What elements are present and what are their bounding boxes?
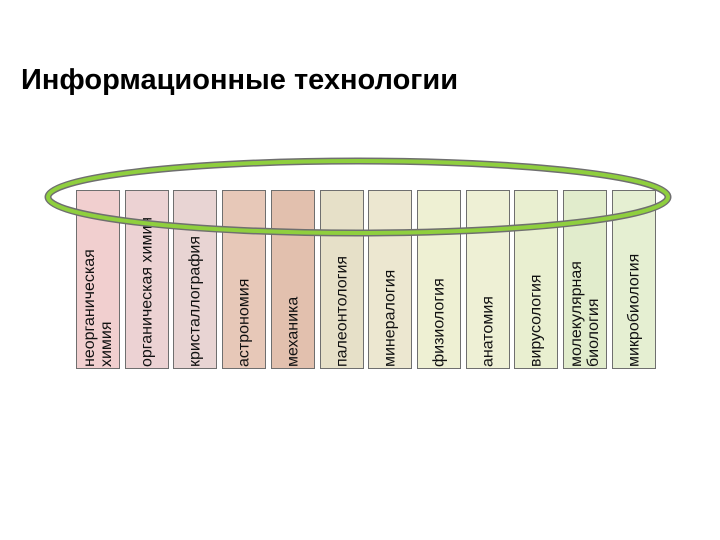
discipline-column: анатомия [465, 190, 510, 369]
discipline-column: физиология [416, 190, 461, 369]
slide-title: Информационные технологии [21, 64, 459, 96]
discipline-column: астрономия [222, 190, 267, 369]
discipline-column: минералогия [368, 190, 413, 369]
discipline-column: вирусология [514, 190, 559, 369]
discipline-column: палеонтология [319, 190, 364, 369]
discipline-column: механика [270, 190, 315, 369]
discipline-column: кристаллография [173, 190, 218, 369]
